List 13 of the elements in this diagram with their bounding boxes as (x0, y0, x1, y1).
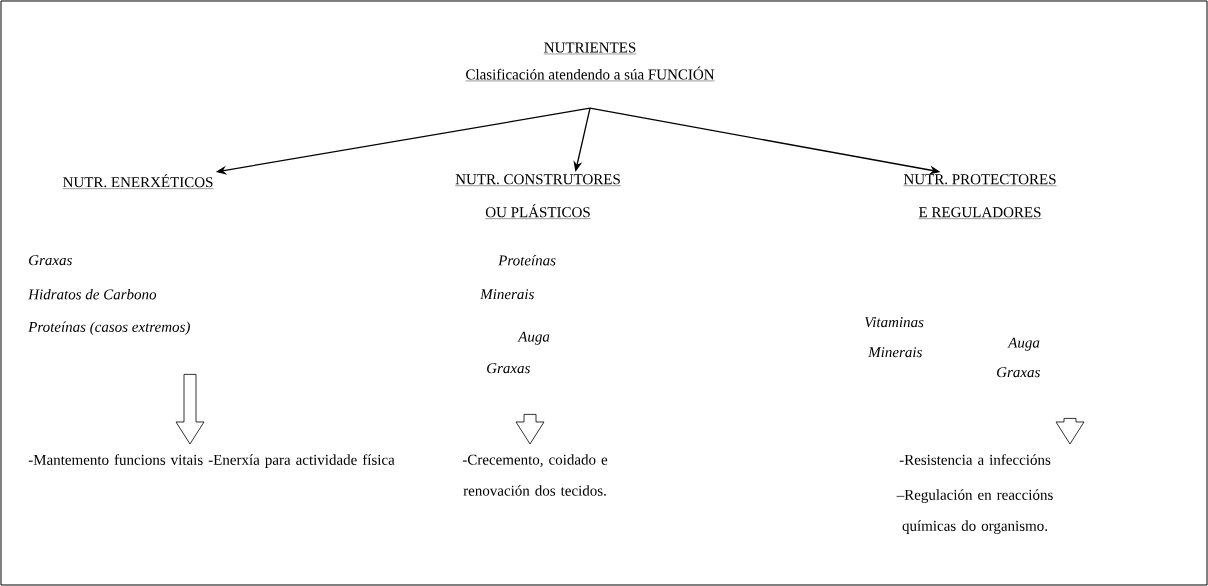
nutrient-list: Vitaminas Minerais Auga Graxas (865, 317, 1040, 378)
function-text: -Crecemento, coidado e renovación dos tecidos. (462, 454, 608, 496)
nutrient-list: Graxas Hidratos de Carbono Proteínas (casos extremos) (28, 255, 190, 335)
function-text: -Mantemento funcions vitais -Enerxía para actividade física (28, 454, 395, 468)
category-heading: NUTR. CONSTRUTORES OU PLÁSTICOS (455, 174, 621, 219)
category-heading: NUTR. ENERXÉTICOS (62, 174, 214, 189)
hollow-arrow (175, 374, 205, 445)
hollow-arrow (515, 414, 545, 445)
function-text: -Resistencia a infeccións –Regulación en reaccións químicas do organismo. (896, 454, 1053, 534)
hollow-arrow (1055, 418, 1085, 445)
category-heading: NUTR. PROTECTORES E REGULADORES (903, 174, 1057, 219)
nutrient-list: Proteínas Minerais Auga Graxas (480, 254, 556, 374)
title-heading: NUTRIENTES Clasificación atendendo a súa FUNCIÓN (465, 42, 715, 82)
